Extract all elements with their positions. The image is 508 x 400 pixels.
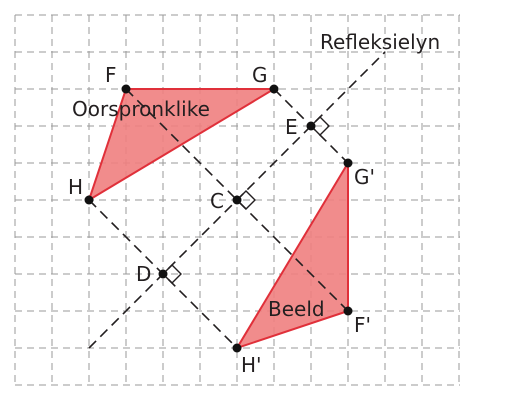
point-g-prime	[343, 158, 353, 168]
image-triangle	[234, 159, 349, 350]
points	[84, 84, 353, 353]
point-f	[121, 84, 131, 94]
point-c	[232, 195, 242, 205]
original-label: Oorspronklike	[72, 97, 210, 121]
label-h-prime: H'	[241, 353, 262, 377]
original-triangle	[87, 88, 278, 203]
point-h	[84, 195, 94, 205]
right-angle-markers	[162, 116, 330, 284]
reflection-line-label: Refleksielyn	[320, 30, 440, 54]
line-f-f-prime	[125, 88, 349, 312]
label-g: G	[252, 63, 268, 87]
image-label: Beeld	[268, 297, 325, 321]
label-d: D	[136, 262, 151, 286]
point-h-prime	[232, 343, 242, 353]
label-f: F	[105, 63, 117, 87]
right-angle-e	[310, 116, 330, 136]
point-d	[158, 269, 168, 279]
label-c: C	[210, 189, 224, 213]
right-angle-c	[236, 190, 256, 210]
right-angle-d	[162, 264, 182, 284]
label-e: E	[285, 115, 298, 139]
point-g	[269, 84, 279, 94]
label-h: H	[68, 175, 83, 199]
point-e	[306, 121, 316, 131]
point-f-prime	[343, 306, 353, 316]
label-f-prime: F'	[354, 313, 371, 337]
label-g-prime: G'	[354, 165, 375, 189]
